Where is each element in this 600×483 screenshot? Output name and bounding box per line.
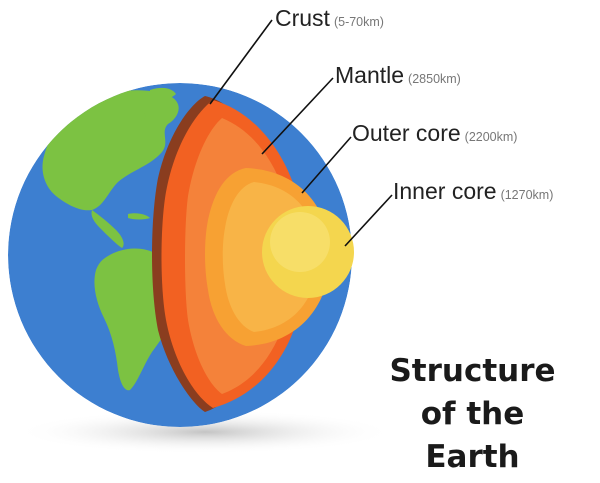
outer-core-label: Outer core(2200km): [352, 120, 517, 147]
ground-shadow: [15, 410, 395, 454]
continent-shape: [91, 210, 124, 248]
crust-thickness: (5-70km): [333, 15, 384, 29]
diagram-title: Structure of the Earth: [385, 350, 560, 479]
inner-core-label: Inner core(1270km): [393, 178, 553, 205]
title-line-3: Earth: [425, 439, 520, 475]
title-line-2: of the: [420, 396, 525, 432]
crust-name: Crust: [275, 5, 330, 31]
mantle-thickness: (2850km): [408, 72, 461, 86]
inner-core-leader-line: [344, 194, 393, 247]
layer-cutaway: [152, 96, 354, 412]
leader-lines: [209, 19, 393, 247]
inner-core-highlight: [270, 212, 330, 272]
continent-shape: [122, 108, 146, 123]
mantle-name: Mantle: [335, 62, 405, 88]
mantle-label: Mantle(2850km): [335, 62, 461, 89]
outer-core-thickness: (2200km): [464, 130, 518, 144]
inner-core-thickness: (1270km): [500, 188, 554, 202]
outer-core-leader-line: [301, 136, 352, 194]
outer-core-name: Outer core: [352, 120, 461, 146]
title-line-1: Structure: [389, 353, 556, 389]
crust-label: Crust(5-70km): [275, 5, 384, 32]
continent-shape: [150, 87, 176, 99]
continent-shape: [128, 213, 150, 220]
mantle-leader-line: [261, 77, 334, 155]
inner-core-name: Inner core: [393, 178, 497, 204]
continent-shape: [42, 90, 179, 211]
crust-leader-line: [209, 19, 273, 105]
